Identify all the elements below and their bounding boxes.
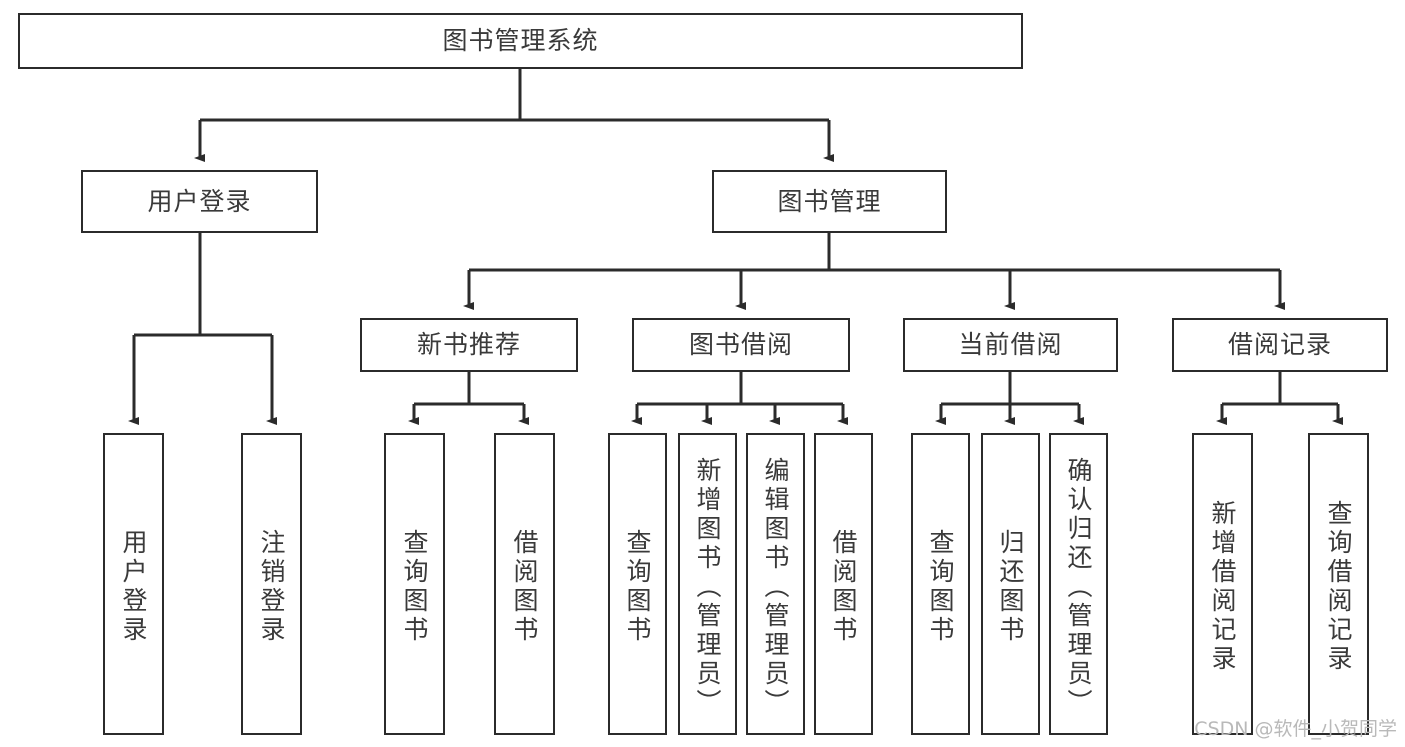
node-borrow-record[interactable]: 借阅记录	[1172, 318, 1388, 372]
leaf-label: 编辑图书（管理员）	[761, 456, 790, 718]
leaf-label: 查询图书	[400, 529, 429, 645]
leaf-label: 新增借阅记录	[1208, 500, 1237, 674]
leaf-label: 注销登录	[257, 529, 286, 645]
leaf-borrow-record-query[interactable]: 查询借阅记录	[1308, 433, 1369, 735]
leaf-label: 新增图书（管理员）	[693, 456, 722, 718]
leaf-new-book-query[interactable]: 查询图书	[384, 433, 445, 735]
node-book-borrow[interactable]: 图书借阅	[632, 318, 850, 372]
leaf-book-borrow-add[interactable]: 新增图书（管理员）	[678, 433, 737, 735]
leaf-label: 查询图书	[623, 529, 652, 645]
leaf-label: 用户登录	[119, 529, 148, 645]
node-new-book-recommend[interactable]: 新书推荐	[360, 318, 578, 372]
leaf-label: 确认归还（管理员）	[1064, 456, 1093, 718]
leaf-label: 借阅图书	[510, 529, 539, 645]
leaf-user-login-logout[interactable]: 注销登录	[241, 433, 302, 735]
leaf-book-borrow-borrow[interactable]: 借阅图书	[814, 433, 873, 735]
leaf-current-borrow-return[interactable]: 归还图书	[981, 433, 1040, 735]
leaf-label: 归还图书	[996, 529, 1025, 645]
leaf-current-borrow-query[interactable]: 查询图书	[911, 433, 970, 735]
leaf-label: 查询借阅记录	[1324, 500, 1353, 674]
node-user-login[interactable]: 用户登录	[81, 170, 318, 233]
node-root-system[interactable]: 图书管理系统	[18, 13, 1023, 69]
leaf-label: 借阅图书	[829, 529, 858, 645]
leaf-borrow-record-add[interactable]: 新增借阅记录	[1192, 433, 1253, 735]
leaf-book-borrow-edit[interactable]: 编辑图书（管理员）	[746, 433, 805, 735]
watermark-text: CSDN @软件_小贺同学	[1194, 718, 1397, 740]
node-book-management[interactable]: 图书管理	[712, 170, 947, 233]
leaf-new-book-borrow[interactable]: 借阅图书	[494, 433, 555, 735]
leaf-book-borrow-query[interactable]: 查询图书	[608, 433, 667, 735]
leaf-label: 查询图书	[926, 529, 955, 645]
node-current-borrow[interactable]: 当前借阅	[903, 318, 1118, 372]
leaf-user-login-login[interactable]: 用户登录	[103, 433, 164, 735]
leaf-current-borrow-confirm-return[interactable]: 确认归还（管理员）	[1049, 433, 1108, 735]
